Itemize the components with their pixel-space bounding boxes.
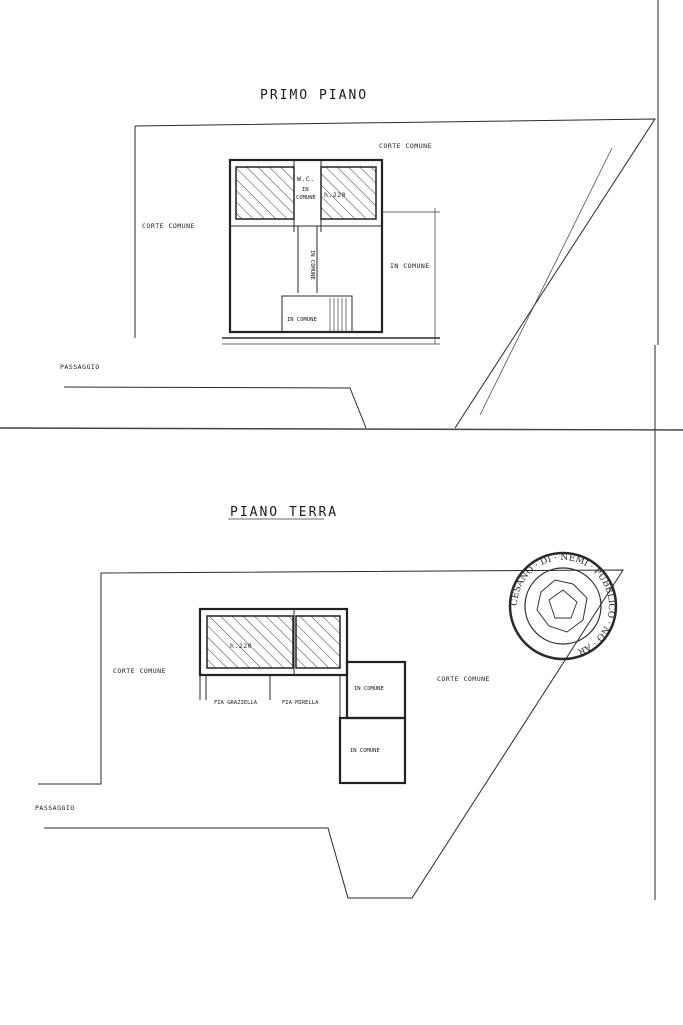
terra-corte-comune-left: CORTE COMUNE	[113, 667, 166, 675]
terra-height-label: h.220	[230, 642, 252, 650]
primo-room-left-hatched	[235, 166, 295, 220]
primo-in-comune-right: IN COMUNE	[390, 262, 430, 270]
primo-passaggio-label: PASSAGGIO	[60, 363, 100, 371]
terra-room-right-hatched	[295, 615, 341, 669]
primo-corte-comune-top: CORTE COMUNE	[379, 142, 432, 150]
primo-corte-comune-left: CORTE COMUNE	[142, 222, 195, 230]
primo-wc-comune: COMUNE	[296, 195, 316, 201]
primo-diagonal-line	[479, 147, 613, 416]
terra-in-comune-lower: IN COMUNE	[350, 748, 380, 754]
primo-stair-steps	[329, 298, 347, 332]
primo-in-comune-vertical: IN COMUNE	[309, 250, 315, 280]
terra-room-left-hatched	[206, 615, 294, 669]
terra-fia-graziella: FIA GRAZIELLA	[214, 700, 258, 706]
primo-wc-in: IN	[302, 187, 309, 193]
primo-passaggio-path	[63, 386, 367, 429]
primo-site-boundary	[134, 118, 656, 429]
piano-terra-plan: PIANO TERRA CORTE COMUNE CORTE COMUNE h.…	[35, 505, 624, 899]
primo-height-label: h.220	[324, 191, 346, 199]
primo-piano-title: PRIMO PIANO	[260, 88, 368, 103]
primo-stairs-box	[281, 295, 353, 333]
primo-piano-plan: PRIMO PIANO CORTE COMUNE CORTE COMUNE W.…	[60, 88, 656, 429]
terra-in-comune-upper: IN COMUNE	[354, 686, 384, 692]
terra-building-outline	[198, 607, 349, 677]
terra-in-comune-lower-box	[338, 716, 407, 785]
page-fold-line	[0, 427, 683, 431]
terra-site-boundary	[38, 569, 624, 899]
primo-in-comune-stairs: IN COMUNE	[287, 317, 317, 323]
terra-fia-mirella: FIA MIRELLA	[282, 700, 319, 706]
terra-corte-comune-right: CORTE COMUNE	[437, 675, 490, 683]
primo-wc-label: W.C.	[297, 175, 315, 183]
terra-lower-units	[199, 675, 341, 720]
terra-passaggio-label: PASSAGGIO	[35, 804, 75, 812]
piano-terra-title: PIANO TERRA	[230, 505, 338, 520]
